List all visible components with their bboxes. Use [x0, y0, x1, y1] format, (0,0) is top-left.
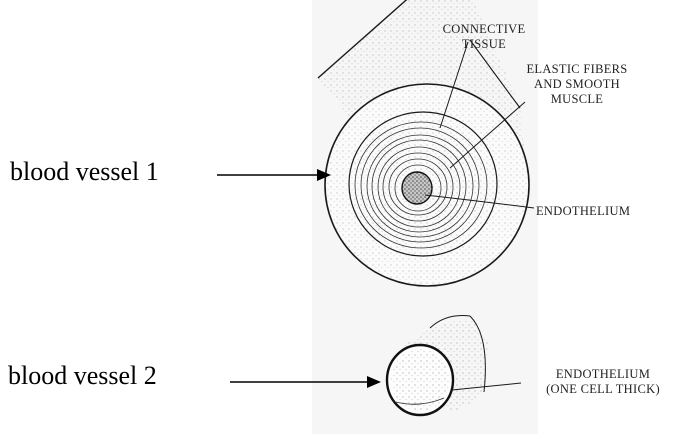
- label-endothelium-vessel-2: ENDOTHELIUM (ONE CELL THICK): [518, 367, 688, 397]
- label-endothelium-line: (ONE CELL THICK): [518, 382, 688, 397]
- vessel-2-caption: blood vessel 2: [8, 363, 157, 389]
- vessel-1-lumen: [402, 172, 432, 204]
- vessel-2-lumen: [391, 349, 449, 411]
- label-connective-tissue: CONNECTIVE TISSUE: [418, 22, 550, 52]
- label-endothelium-line: ENDOTHELIUM: [518, 367, 688, 382]
- label-connective-tissue-line: CONNECTIVE: [418, 22, 550, 37]
- vessel-1-caption: blood vessel 1: [10, 159, 159, 185]
- label-elastic-fibers-line: ELASTIC FIBERS: [502, 62, 652, 77]
- label-endothelium-vessel-1: ENDOTHELIUM: [536, 204, 630, 219]
- label-connective-tissue-line: TISSUE: [418, 37, 550, 52]
- label-elastic-fibers-line: MUSCLE: [502, 92, 652, 107]
- label-elastic-fibers-line: AND SMOOTH: [502, 77, 652, 92]
- label-elastic-fibers: ELASTIC FIBERS AND SMOOTH MUSCLE: [502, 62, 652, 107]
